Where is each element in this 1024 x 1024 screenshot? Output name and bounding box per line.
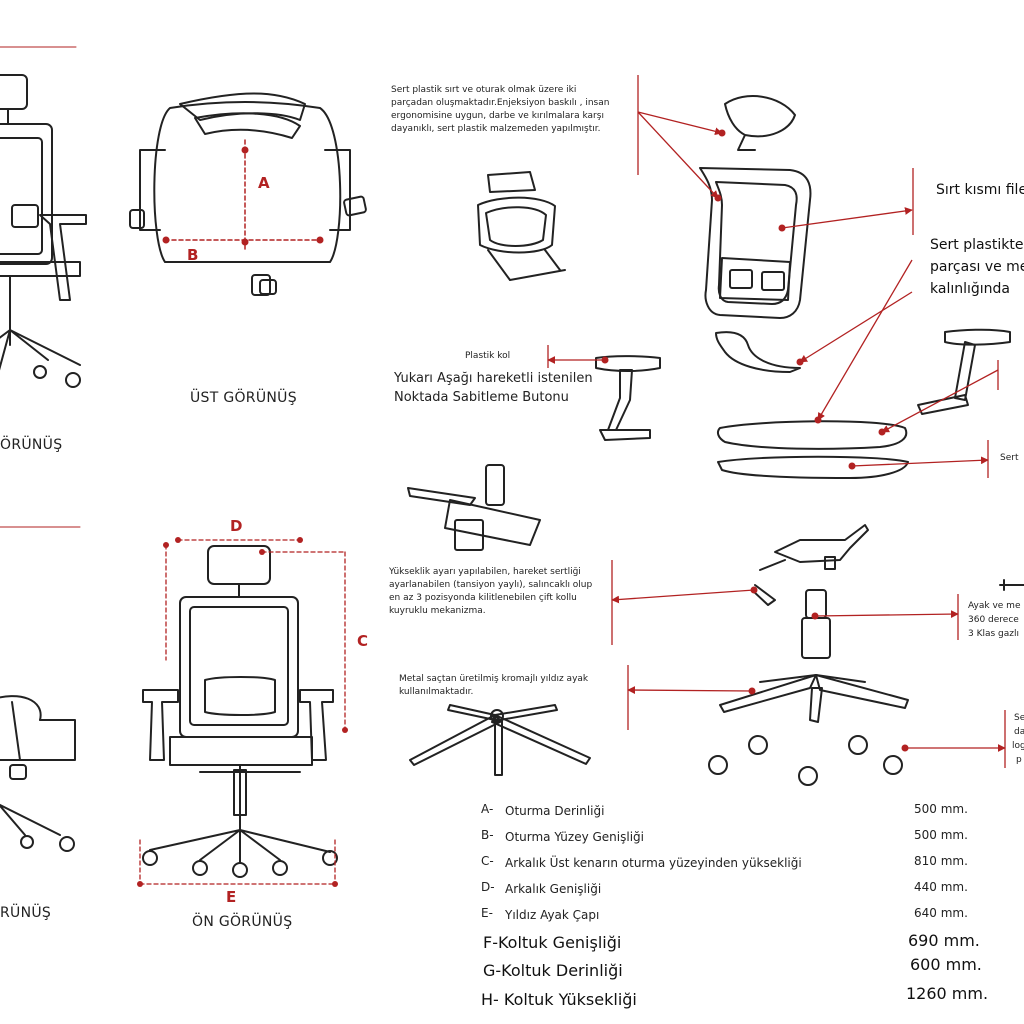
callout-base: Metal saçtan üretilmiş kromajlı yıldız a…	[399, 674, 589, 697]
spec-e-code: E-	[481, 906, 493, 920]
spec-d-value: 440 mm.	[914, 880, 968, 894]
callout-wheels-2: da	[1014, 727, 1024, 737]
callout-plastic-2: parçası ve me	[930, 259, 1024, 275]
spec-d-label: Arkalık Genişliği	[505, 882, 602, 896]
base-photo	[409, 704, 591, 776]
spec-b-value: 500 mm.	[914, 828, 968, 842]
side-view-title: ÖRÜNÜŞ	[0, 437, 63, 453]
spec-f-label: F-Koltuk Genişliği	[483, 933, 622, 952]
spec-g-value: 600 mm.	[910, 955, 982, 974]
spec-c-code: C-	[481, 854, 494, 868]
top-view-title: ÜST GÖRÜNÜŞ	[190, 390, 297, 406]
callout-plastic-1: Sert plastikte	[930, 237, 1024, 253]
callout-mechanism: Yükseklik ayarı yapılabilen, hareket ser…	[389, 567, 593, 616]
spec-b-code: B-	[481, 828, 494, 842]
callout-arm-title: Plastik kol	[465, 351, 511, 361]
front-view-chair	[142, 545, 338, 878]
callout-arm-desc-1: Yukarı Aşağı hareketli istenilen	[394, 371, 593, 386]
callout-plastic-3: kalınlığında	[930, 281, 1010, 297]
dim-label-d: D	[230, 517, 243, 535]
wheels-part	[708, 735, 903, 786]
spec-a-code: A-	[481, 802, 494, 816]
callout-gas-3: 3 Klas gazlı	[968, 629, 1020, 639]
spec-e-label: Yıldız Ayak Çapı	[505, 908, 600, 922]
spec-a-value: 500 mm.	[914, 802, 968, 816]
spec-e-value: 640 mm.	[914, 906, 968, 920]
callout-wheels-3: log	[1012, 741, 1024, 751]
seat-cushion-part	[716, 420, 909, 479]
headrest-part	[724, 95, 796, 151]
side-view-chair-lower	[0, 695, 76, 852]
dim-label-e: E	[226, 888, 237, 906]
callout-gas-2: 360 derece	[968, 615, 1019, 625]
gas-small-icon	[999, 579, 1024, 591]
armrest-part	[917, 328, 1011, 415]
mechanism-photo	[407, 464, 541, 551]
spec-b-label: Oturma Yüzey Genişliği	[505, 830, 644, 844]
callout-seat-right: Sert	[1000, 453, 1019, 463]
spec-g-label: G-Koltuk Derinliği	[483, 961, 623, 980]
dim-label-c: C	[357, 632, 369, 650]
dim-label-a: A	[258, 174, 270, 192]
spec-c-value: 810 mm.	[914, 854, 968, 868]
side-view-chair-partial	[0, 74, 87, 388]
seat-shell-part	[715, 331, 801, 373]
callout-wheels-4: p	[1016, 755, 1022, 765]
plastic-arm	[595, 355, 661, 441]
callout-arm-desc-2: Noktada Sabitleme Butonu	[394, 390, 569, 405]
spec-h-value: 1260 mm.	[906, 984, 989, 1003]
star-base-part	[719, 674, 909, 723]
gas-cylinder-part	[801, 589, 831, 659]
callout-gas-1: Ayak ve me	[968, 601, 1021, 611]
callout-wheels-1: Se	[1014, 713, 1024, 723]
spec-a-label: Oturma Derinliği	[505, 804, 605, 818]
callout-back-mesh: Sırt kısmı file	[936, 182, 1024, 198]
side-view-title-lower: RÜNÜŞ	[0, 905, 52, 921]
dim-label-b: B	[187, 246, 199, 264]
spec-f-value: 690 mm.	[908, 931, 980, 950]
callout-back-plastic: Sert plastik sırt ve oturak olmak üzere …	[391, 85, 610, 134]
spec-h-label: H- Koltuk Yüksekliği	[481, 990, 637, 1009]
headrest-frame-photo	[477, 171, 566, 281]
spec-c-label: Arkalık Üst kenarın oturma yüzeyinden yü…	[505, 856, 802, 870]
spec-d-code: D-	[481, 880, 495, 894]
mechanism-part	[751, 524, 869, 606]
top-view-chair	[129, 92, 367, 296]
front-view-title: ÖN GÖRÜNÜŞ	[192, 914, 293, 930]
back-frame-part	[699, 167, 812, 319]
